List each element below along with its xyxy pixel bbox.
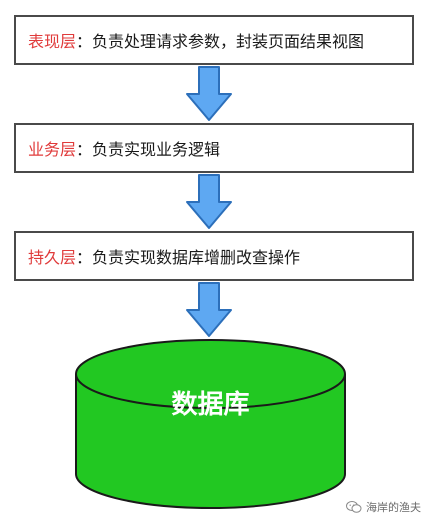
persistence-layer-separator: ： (76, 248, 93, 267)
down-arrow-icon (186, 174, 232, 229)
down-arrow-icon (186, 282, 232, 337)
business-layer-description: 负责实现业务逻辑 (92, 140, 221, 159)
database-cylinder-icon (75, 339, 346, 509)
presentation-layer-name: 表现层 (28, 32, 77, 51)
business-layer-box: 业务层 ： 负责实现业务逻辑 (14, 123, 414, 173)
wechat-icon (346, 501, 362, 513)
down-arrow-icon (186, 66, 232, 121)
watermark-text: 海岸的渔夫 (366, 501, 421, 514)
persistence-layer-name: 持久层 (28, 248, 77, 267)
business-layer-separator: ： (76, 140, 93, 159)
presentation-layer-box: 表现层 ： 负责处理请求参数，封装页面结果视图 (14, 15, 414, 65)
presentation-layer-separator: ： (76, 32, 93, 51)
presentation-layer-description: 负责处理请求参数，封装页面结果视图 (92, 32, 365, 51)
persistence-layer-description: 负责实现数据库增删改查操作 (92, 248, 301, 267)
database-label: 数据库 (171, 390, 250, 420)
watermark: 海岸的渔夫 (343, 498, 424, 516)
persistence-layer-box: 持久层 ： 负责实现数据库增删改查操作 (14, 231, 414, 281)
business-layer-name: 业务层 (28, 140, 77, 159)
